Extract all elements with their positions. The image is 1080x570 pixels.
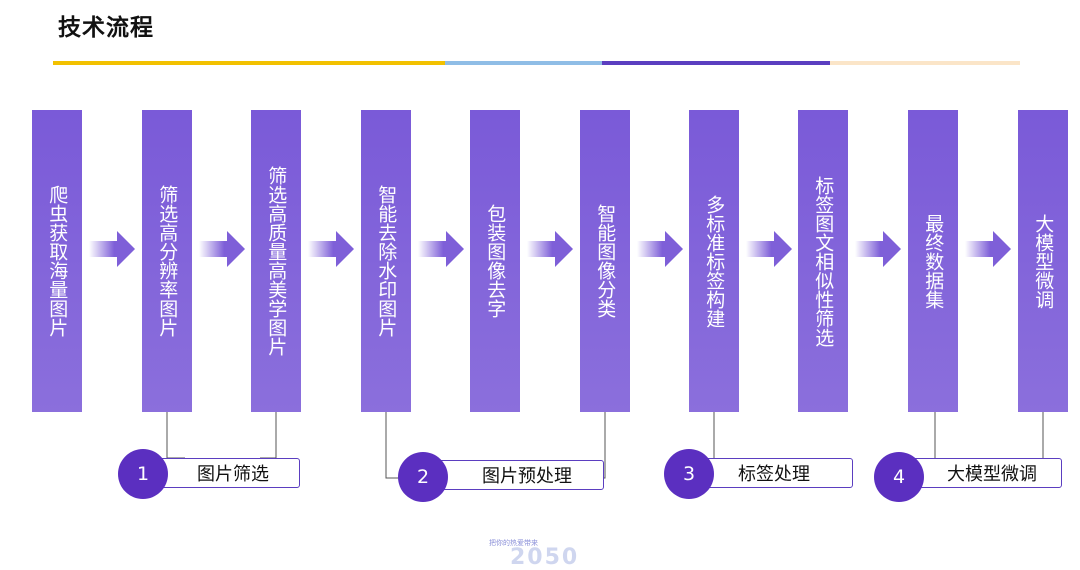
- footer-logo-tagline: 把你的热爱带来: [489, 539, 538, 547]
- step-label: 大模型微调: [1032, 213, 1055, 309]
- stage-number-badge: 3: [664, 449, 714, 499]
- step-box: 大模型微调: [1018, 110, 1068, 412]
- connector-stage-1: [166, 412, 185, 459]
- step-box: 包装图像去字: [470, 110, 520, 412]
- flow-arrow-icon: [745, 231, 792, 267]
- flow-arrow-icon: [855, 231, 901, 267]
- page-title: 技术流程: [58, 15, 154, 41]
- step-box: 标签图文相似性筛选: [798, 110, 848, 412]
- step-label: 智能去除水印图片: [375, 185, 398, 337]
- stage-number: 2: [416, 466, 430, 488]
- stage-number: 1: [136, 463, 150, 485]
- step-box: 智能图像分类: [580, 110, 630, 412]
- step-box: 智能去除水印图片: [361, 110, 411, 412]
- stage-label-box: 图片预处理: [426, 460, 604, 490]
- stage-number-badge: 1: [118, 449, 168, 499]
- rule-segment-purple: [602, 61, 830, 65]
- stage-label: 大模型微调: [947, 464, 1037, 485]
- step-box: 筛选高分辨率图片: [142, 110, 192, 412]
- stage-number-badge: 4: [874, 452, 924, 502]
- step-label: 筛选高质量高美学图片: [265, 166, 288, 356]
- arrow-shape: [198, 231, 245, 267]
- arrow-shape: [89, 231, 135, 267]
- flow-arrow-icon: [308, 231, 354, 267]
- step-box: 最终数据集: [908, 110, 958, 412]
- step-box: 筛选高质量高美学图片: [251, 110, 301, 412]
- connector-stage-1: [260, 412, 277, 459]
- arrow-shape: [855, 231, 901, 267]
- stage-number: 3: [682, 463, 696, 485]
- arrow-shape: [527, 231, 573, 267]
- step-label: 最终数据集: [922, 213, 945, 309]
- step-box: 多标准标签构建: [689, 110, 739, 412]
- flow-arrow-icon: [198, 231, 245, 267]
- flow-arrow-icon: [89, 231, 135, 267]
- step-label: 爬虫获取海量图片: [46, 185, 69, 337]
- flow-arrow-icon: [527, 231, 573, 267]
- stage-label: 图片预处理: [482, 466, 572, 487]
- step-box: 爬虫获取海量图片: [32, 110, 82, 412]
- stage-number-badge: 2: [398, 452, 448, 502]
- stage-label: 图片筛选: [197, 464, 269, 485]
- flow-arrow-icon: [965, 231, 1011, 267]
- stage-label-box: 图片筛选: [146, 458, 300, 488]
- footer-logo-number: 2050: [510, 545, 580, 570]
- stage-label-box: 大模型微调: [900, 458, 1062, 488]
- stage-label-box: 标签处理: [689, 458, 853, 488]
- step-label: 包装图像去字: [484, 204, 507, 318]
- stage-label: 标签处理: [738, 464, 810, 485]
- step-label: 智能图像分类: [594, 204, 617, 318]
- arrow-shape: [308, 231, 354, 267]
- step-label: 多标准标签构建: [703, 194, 726, 328]
- rule-segment-lightblue: [445, 61, 602, 65]
- arrow-shape: [965, 231, 1011, 267]
- step-label: 标签图文相似性筛选: [812, 175, 835, 347]
- rule-segment-peach: [830, 61, 1020, 65]
- step-label: 筛选高分辨率图片: [156, 185, 179, 337]
- rule-segment-yellow: [53, 61, 445, 65]
- stage-number: 4: [892, 466, 906, 488]
- arrow-shape: [636, 231, 683, 267]
- arrow-shape: [745, 231, 792, 267]
- arrow-shape: [417, 231, 464, 267]
- flow-arrow-icon: [636, 231, 683, 267]
- flow-arrow-icon: [417, 231, 464, 267]
